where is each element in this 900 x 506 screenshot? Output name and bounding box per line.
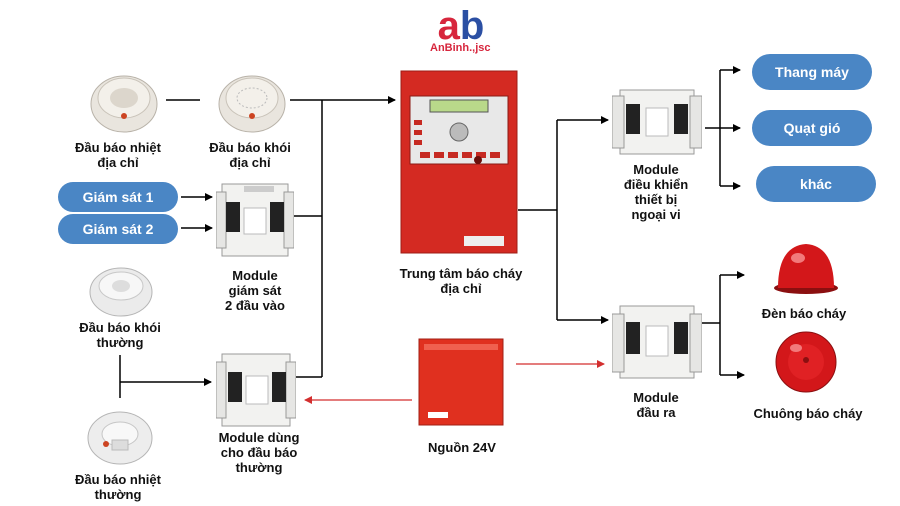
svg-text:ab: ab	[438, 6, 485, 44]
control-module-label: Module điều khiển thiết bị ngoại vi	[623, 162, 689, 222]
conventional-heat-detector-icon	[87, 411, 153, 465]
power-supply-label: Nguồn 24V	[428, 440, 496, 455]
conventional-smoke-detector-label: Đầu báo khói thường	[79, 320, 161, 350]
monitor-module-icon	[216, 183, 294, 257]
control-panel-label: Trung tâm báo cháy địa chỉ	[399, 266, 523, 296]
addressable-heat-detector-label: Đầu báo nhiệt địa chỉ	[75, 140, 161, 170]
output-module-label: Module đầu ra	[633, 390, 679, 420]
other-pill: khác	[756, 166, 876, 202]
logo-mark-icon: ab	[438, 4, 485, 48]
fire-bell-icon	[775, 331, 837, 393]
fan-pill: Quạt gió	[752, 110, 872, 146]
output-module-icon	[612, 305, 702, 379]
elevator-pill: Thang máy	[752, 54, 872, 90]
conventional-smoke-detector-icon	[89, 267, 153, 317]
strobe-light-icon	[774, 244, 838, 294]
monitor-input-1-pill: Giám sát 1	[58, 182, 178, 212]
fire-alarm-control-panel-icon	[400, 70, 518, 254]
control-module-icon	[612, 89, 702, 155]
conventional-heat-detector-label: Đầu báo nhiệt thường	[75, 472, 161, 502]
bell-label: Chuông báo cháy	[753, 406, 863, 421]
power-supply-24v-icon	[418, 338, 504, 426]
strobe-label: Đèn báo cháy	[761, 306, 847, 321]
company-logo: ab AnBinh.,jsc	[428, 4, 494, 56]
conventional-zone-module-icon	[216, 353, 296, 427]
logo-name: AnBinh.,jsc	[430, 42, 491, 54]
conventional-zone-module-label: Module dùng cho đầu báo thường	[218, 430, 300, 475]
addressable-heat-detector-icon	[90, 75, 158, 133]
addressable-smoke-detector-label: Đầu báo khói địa chỉ	[209, 140, 291, 170]
addressable-smoke-detector-icon	[218, 75, 286, 133]
monitor-input-2-pill: Giám sát 2	[58, 214, 178, 244]
monitor-module-label: Module giám sát 2 đầu vào	[225, 268, 285, 313]
